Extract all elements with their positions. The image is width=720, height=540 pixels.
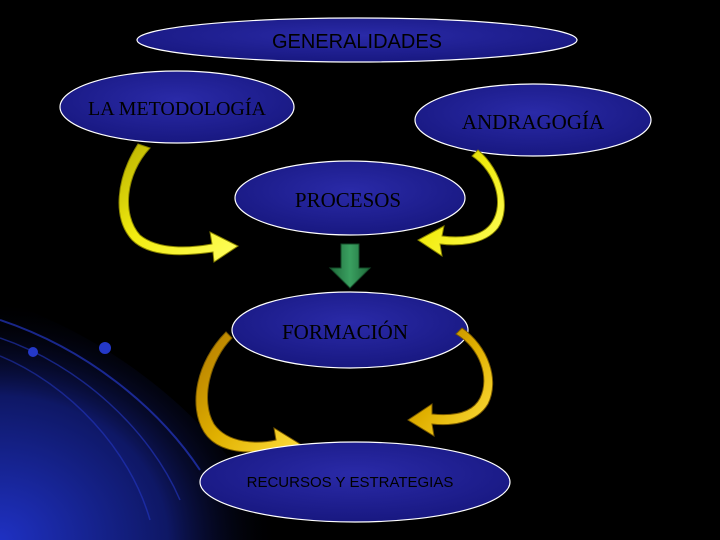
arrow-formacion-to-recursos-right (407, 327, 494, 438)
procesos-label: PROCESOS (295, 188, 401, 212)
procesos-node: PROCESOS (234, 160, 466, 236)
title-text: GENERALIDADES (272, 31, 442, 53)
andragogia-label: ANDRAGOGÍA (462, 110, 605, 134)
formacion-label: FORMACIÓN (282, 320, 408, 344)
recursos-label: RECURSOS Y ESTRATEGIAS (247, 474, 454, 491)
recursos-node: RECURSOS Y ESTRATEGIAS (199, 441, 511, 523)
title-node: GENERALIDADES (136, 17, 578, 63)
metodologia-label: LA METODOLOGÍA (88, 97, 267, 120)
formacion-node: FORMACIÓN (231, 291, 469, 369)
arrow-metodologia-to-procesos (118, 143, 239, 263)
arrow-procesos-to-formacion (328, 243, 372, 289)
metodologia-node: LA METODOLOGÍA (59, 70, 295, 144)
andragogia-node: ANDRAGOGÍA (414, 83, 652, 157)
arrow-andragogia-to-procesos (417, 149, 505, 258)
